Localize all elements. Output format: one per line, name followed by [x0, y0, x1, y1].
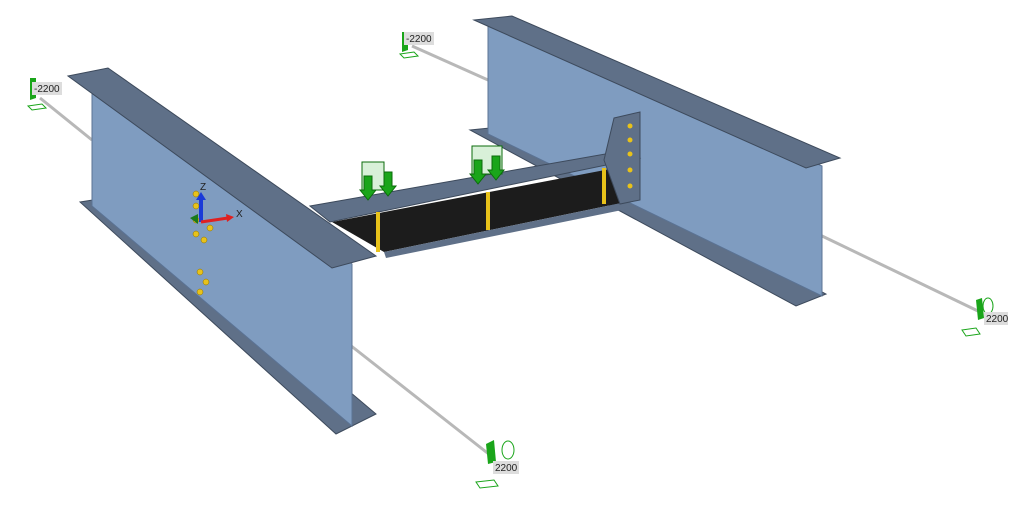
- axis-line-left: [39, 96, 93, 142]
- load-arrows: [358, 145, 506, 201]
- cross-beam[interactable]: [308, 111, 642, 258]
- end-plate: [603, 111, 641, 205]
- right-i-beam[interactable]: [468, 15, 842, 307]
- y-axis-icon: [190, 214, 198, 224]
- axis-line-center: [411, 44, 489, 82]
- stiffeners: [376, 168, 606, 252]
- z-axis-label: Z: [200, 182, 206, 193]
- member-axis-lines: [39, 44, 981, 457]
- axis-line-right: [819, 233, 981, 314]
- support-center-top[interactable]: -2200: [398, 32, 434, 59]
- support-bottom[interactable]: 2200: [475, 440, 519, 489]
- support-left-top[interactable]: -2200: [26, 78, 62, 111]
- axis-gizmo: Z X: [190, 182, 243, 224]
- axis-line-bottom: [349, 343, 491, 457]
- bolt-labels: [192, 190, 214, 296]
- x-axis-icon: [200, 216, 229, 224]
- support-value: -2200: [406, 34, 432, 45]
- support-value: 2200: [495, 463, 518, 474]
- bolts: [627, 123, 633, 189]
- left-i-beam[interactable]: [66, 67, 378, 435]
- x-axis-label: X: [236, 209, 243, 220]
- support-value: -2200: [34, 84, 60, 95]
- support-right[interactable]: 2200: [961, 297, 1009, 337]
- support-value: 2200: [986, 314, 1009, 325]
